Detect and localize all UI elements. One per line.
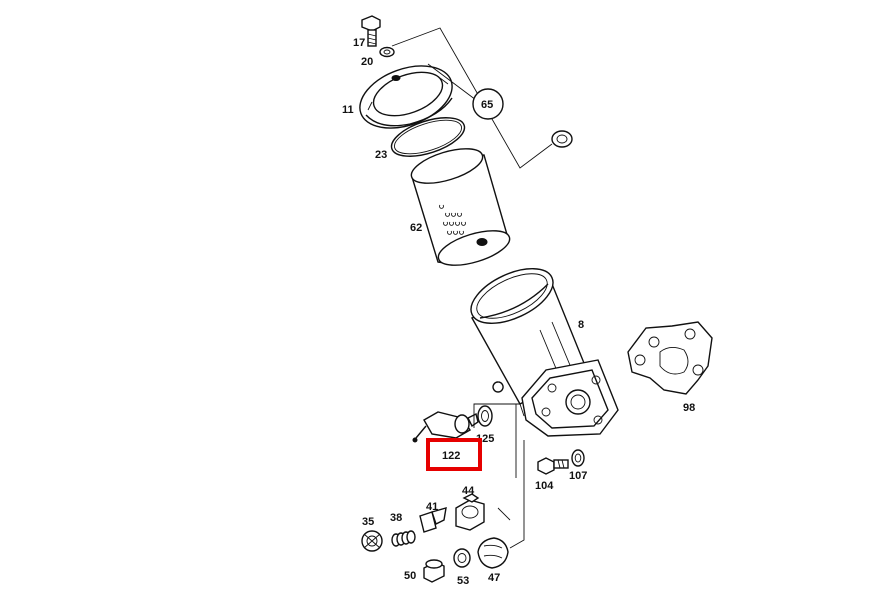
- label-107: 107: [569, 470, 587, 482]
- part-8-filter-housing[interactable]: [463, 257, 619, 437]
- label-47: 47: [488, 572, 500, 584]
- label-98: 98: [683, 402, 695, 414]
- highlight-box-122[interactable]: 122: [426, 438, 482, 471]
- part-47-cap[interactable]: [477, 537, 509, 569]
- part-41-nozzle[interactable]: [419, 507, 447, 533]
- part-62-filter-element[interactable]: [408, 142, 514, 272]
- label-122: 122: [442, 450, 460, 462]
- part-50-plug[interactable]: [423, 559, 445, 583]
- part-38-spring[interactable]: [391, 530, 416, 547]
- label-38: 38: [390, 512, 402, 524]
- label-35: 35: [362, 516, 374, 528]
- part-17-bolt[interactable]: [361, 15, 381, 47]
- label-62: 62: [410, 222, 422, 234]
- part-107-washer[interactable]: [571, 449, 585, 467]
- label-8: 8: [578, 319, 584, 331]
- label-44: 44: [462, 485, 475, 497]
- part-65-circle[interactable]: [472, 88, 504, 120]
- part-35-disk[interactable]: [361, 530, 383, 552]
- label-41: 41: [426, 501, 438, 513]
- part-98-gasket[interactable]: [627, 321, 713, 395]
- label-65: 65: [481, 99, 493, 111]
- label-20: 20: [361, 56, 373, 68]
- label-23: 23: [375, 149, 387, 161]
- label-50: 50: [404, 570, 416, 582]
- lower-group-bracket: [473, 403, 525, 549]
- label-104: 104: [535, 480, 554, 492]
- part-122-switch[interactable]: [412, 411, 479, 443]
- part-104-bolt[interactable]: [537, 457, 569, 475]
- part-11-cover[interactable]: [351, 54, 460, 139]
- part-20-washer[interactable]: [379, 46, 395, 58]
- label-53: 53: [457, 575, 469, 587]
- part-44-plug[interactable]: [455, 493, 485, 531]
- part-53-washer[interactable]: [453, 548, 471, 568]
- part-23-o-ring[interactable]: [387, 110, 469, 164]
- label-11: 11: [342, 104, 354, 116]
- part-65-washer[interactable]: [551, 130, 573, 148]
- label-17: 17: [353, 37, 365, 49]
- part-125-seal-ring[interactable]: [477, 405, 493, 427]
